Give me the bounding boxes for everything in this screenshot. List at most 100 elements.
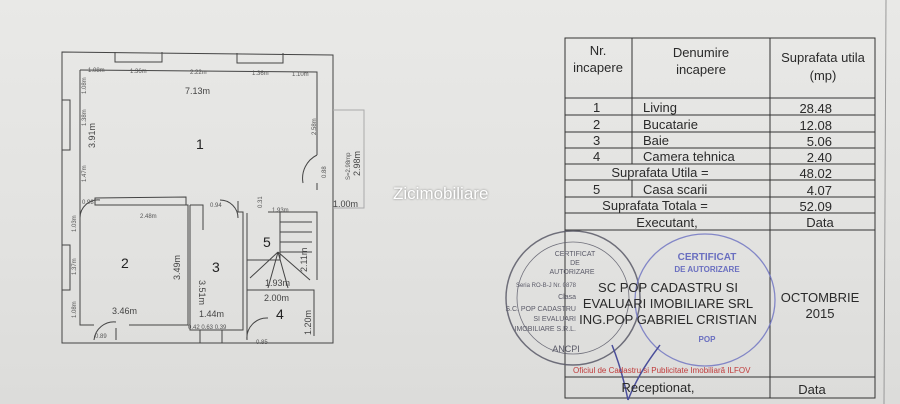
dim: 1.20m bbox=[303, 310, 313, 335]
dim-living-height: 3.91m bbox=[87, 123, 97, 148]
data-label-2: Data bbox=[798, 382, 826, 397]
totala-value: 52.09 bbox=[799, 199, 832, 214]
dim: 0.94 bbox=[210, 203, 222, 209]
stamp-text: AUTORIZARE bbox=[550, 269, 595, 276]
stamp-text: IMOBILIARE S.R.L. bbox=[515, 326, 577, 333]
row-area: 2.40 bbox=[807, 150, 832, 165]
room-4-label: 4 bbox=[276, 306, 284, 322]
date-year: 2015 bbox=[806, 306, 835, 321]
table-row: 2 Bucatarie 12.08 bbox=[593, 117, 832, 133]
inner-wall bbox=[79, 69, 318, 190]
stamp-text: SI EVALUARI bbox=[533, 316, 576, 323]
dim: 2.00m bbox=[264, 293, 289, 303]
stamp-text: CERTIFICAT bbox=[555, 251, 596, 258]
dim: 2.98m bbox=[352, 151, 362, 176]
top-windows bbox=[114, 52, 284, 64]
outer-wall bbox=[61, 51, 334, 344]
row-name: Baie bbox=[643, 133, 669, 148]
dim: 1.93m bbox=[265, 278, 290, 288]
header-area-unit: (mp) bbox=[810, 68, 837, 83]
stairs bbox=[247, 212, 315, 336]
stamp-text: POP bbox=[699, 335, 717, 344]
row-name: Bucatarie bbox=[643, 117, 698, 132]
dim: 2.11m bbox=[299, 248, 309, 272]
dim: 1.08m bbox=[88, 68, 105, 74]
stair-nr: 5 bbox=[593, 182, 600, 197]
stamp-text: CERTIFICAT bbox=[678, 252, 737, 263]
room-1-label: 1 bbox=[196, 136, 204, 152]
dim: 1.36m bbox=[252, 71, 269, 77]
row-area: 5.06 bbox=[807, 134, 832, 149]
dim-left-upper-2: 1.38m bbox=[82, 109, 88, 126]
dim: 3.46m bbox=[112, 306, 137, 316]
dim-left-lower-3: 1.08m bbox=[72, 301, 78, 318]
stamp-text: DE bbox=[570, 260, 580, 267]
row-nr: 1 bbox=[593, 100, 600, 115]
dim: 1.10m bbox=[292, 72, 309, 78]
room-3-label: 3 bbox=[212, 259, 220, 275]
dim-left-lower-1: 1.03m bbox=[72, 215, 78, 232]
watermark: Zicimobiliare bbox=[393, 184, 489, 203]
bath-walls bbox=[189, 201, 318, 340]
dim: S=2.98mp bbox=[346, 152, 352, 180]
area-table-text: Nr. incapere Denumire incapere Suprafata… bbox=[573, 43, 866, 230]
dim: 0.85 bbox=[256, 340, 268, 346]
dim-left-lower-2: 1.37m bbox=[72, 258, 78, 275]
row-name: Camera tehnica bbox=[643, 149, 736, 164]
row-area: 28.48 bbox=[799, 101, 832, 116]
stair-annex bbox=[333, 109, 365, 209]
stamp-certificat-text: CERTIFICAT DE AUTORIZARE POP bbox=[674, 252, 740, 344]
header-area: Suprafata utila bbox=[781, 50, 866, 65]
row-nr: 2 bbox=[593, 117, 600, 132]
stamp-text: DE AUTORIZARE bbox=[674, 265, 740, 274]
header-nr-2: incapere bbox=[573, 60, 623, 75]
executant-label: Executant, bbox=[636, 215, 697, 230]
stair-area: 4.07 bbox=[807, 183, 832, 198]
header-name: Denumire bbox=[673, 45, 729, 60]
dim: 0.89 bbox=[95, 334, 107, 340]
receptionat-label: Receptionat, bbox=[622, 380, 695, 395]
dim: 1.93m bbox=[272, 208, 289, 214]
row-name: Living bbox=[643, 100, 677, 115]
room-2-label: 2 bbox=[121, 255, 129, 271]
row-nr: 4 bbox=[593, 149, 600, 164]
dim-left-upper-1: 1.08m bbox=[82, 77, 88, 94]
row-area: 12.08 bbox=[799, 118, 832, 133]
table-row: 1 Living 28.48 bbox=[593, 100, 832, 116]
bath-window bbox=[199, 330, 223, 343]
dim: 1.44m bbox=[199, 309, 224, 319]
stamp-ancpi bbox=[505, 230, 641, 366]
dim: 0.88 bbox=[322, 166, 328, 178]
stamp-text: Seria RO-B-J Nr. 0878 bbox=[516, 283, 577, 289]
stamp-text: Clasa bbox=[558, 294, 576, 301]
dim-total-width: 7.13m bbox=[185, 86, 210, 96]
header-nr: Nr. bbox=[590, 43, 607, 58]
executant-line: ING.POP GABRIEL CRISTIAN bbox=[579, 312, 757, 327]
office-stamp: Oficiul de Cadastru si Publicitate Imobi… bbox=[573, 366, 751, 375]
dim: 1.00m bbox=[333, 199, 358, 209]
dim: 0.31 bbox=[258, 196, 264, 208]
stamp-ancpi-text: CERTIFICAT DE AUTORIZARE Seria RO-B-J Nr… bbox=[505, 251, 596, 354]
data-label: Data bbox=[806, 215, 834, 230]
dim: 3.49m bbox=[172, 255, 182, 280]
date-month: OCTOMBRIE bbox=[781, 290, 860, 305]
dim-left-upper-3: 1.47m bbox=[82, 165, 88, 182]
dim: 3.51m bbox=[197, 280, 207, 305]
stamp-certificat bbox=[634, 233, 776, 367]
header-name-2: incapere bbox=[676, 62, 726, 77]
dim: 2.22m bbox=[190, 70, 207, 76]
dim: 0.98 bbox=[82, 200, 94, 206]
dim: 0.42 0.63 0.39 bbox=[188, 325, 227, 331]
floor-plan bbox=[61, 51, 365, 344]
room-5-label: 5 bbox=[263, 234, 271, 250]
executant-line: EVALUARI IMOBILIARE SRL bbox=[583, 296, 753, 311]
dim: 1.36m bbox=[130, 69, 147, 75]
signature bbox=[611, 344, 661, 401]
executant-block: SC POP CADASTRU SI EVALUARI IMOBILIARE S… bbox=[579, 280, 859, 327]
totala-label: Suprafata Totala = bbox=[602, 198, 708, 213]
stamp-text: ANCPI bbox=[552, 344, 580, 354]
left-windows bbox=[62, 99, 71, 291]
stair-name: Casa scarii bbox=[643, 182, 707, 197]
executant-line: SC POP CADASTRU SI bbox=[598, 280, 738, 295]
